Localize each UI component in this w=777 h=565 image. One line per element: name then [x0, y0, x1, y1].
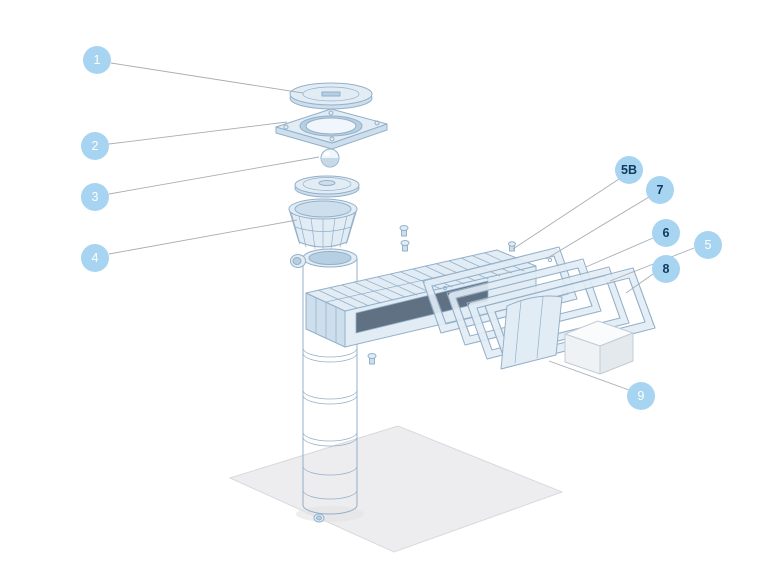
callout-7: 7	[646, 176, 674, 204]
leader-line-5B	[512, 178, 620, 250]
box-part-illustration	[564, 320, 634, 375]
callout-5: 5	[694, 231, 722, 259]
leader-line-3	[108, 156, 320, 195]
leader-line-8	[625, 273, 654, 294]
callout-2: 2	[81, 132, 109, 160]
callout-9: 9	[627, 382, 655, 410]
leader-line-4	[108, 219, 298, 255]
weir-flap-illustration	[500, 295, 563, 370]
leader-line-1	[110, 62, 304, 94]
skimmer-body-illustration	[290, 248, 358, 523]
floor-illustration	[228, 425, 564, 553]
screws-illustration	[367, 225, 516, 365]
callout-4: 4	[81, 244, 109, 272]
collar-illustration	[275, 108, 388, 150]
float-ball-illustration	[320, 148, 340, 168]
callout-5B: 5B	[615, 156, 643, 184]
basket-illustration	[288, 198, 358, 250]
callout-3: 3	[81, 183, 109, 211]
callout-6: 6	[652, 219, 680, 247]
faceplate-frames-illustration	[422, 246, 656, 367]
callout-8: 8	[652, 255, 680, 283]
leader-line-2	[108, 121, 288, 145]
leader-lines	[108, 62, 695, 391]
lid-illustration	[289, 82, 373, 110]
leader-line-7	[545, 196, 650, 260]
basket-lid-illustration	[294, 175, 360, 198]
callout-1: 1	[83, 46, 111, 74]
frame-part-6	[446, 258, 602, 346]
leader-line-9	[548, 360, 630, 391]
leader-line-6	[585, 237, 654, 268]
